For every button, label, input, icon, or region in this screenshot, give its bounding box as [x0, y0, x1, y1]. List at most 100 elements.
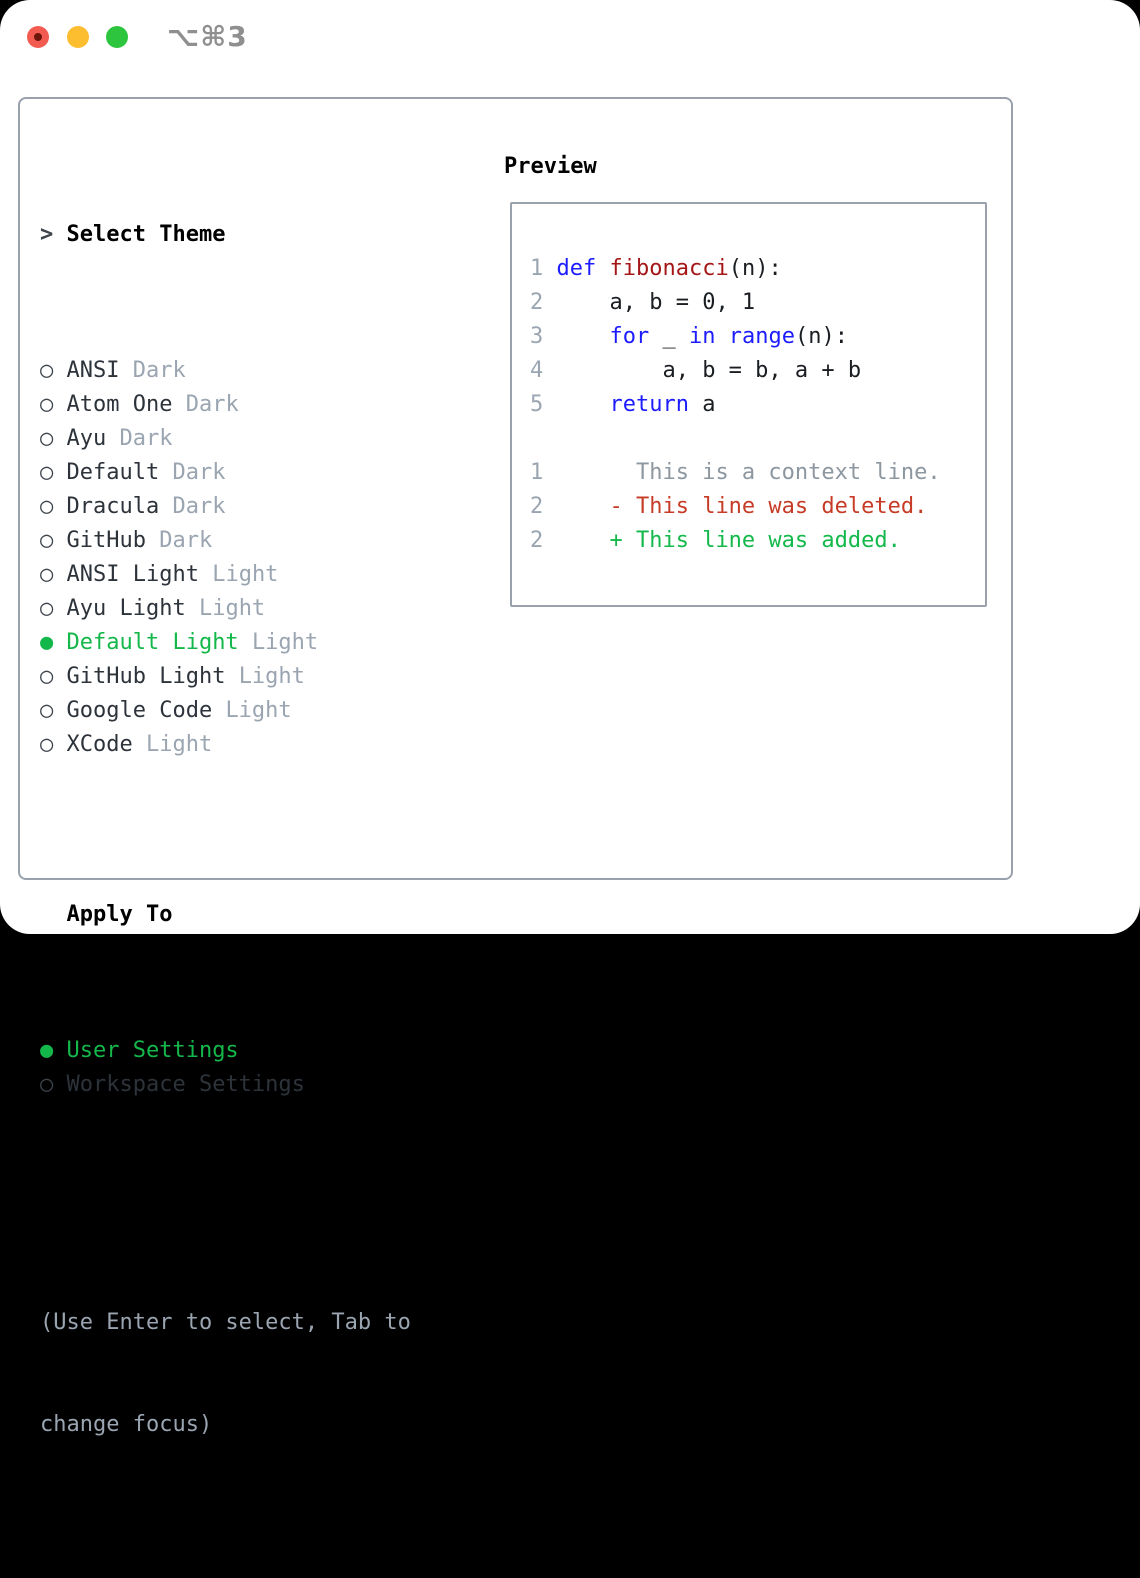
code-segment: _	[649, 324, 689, 349]
zoom-button[interactable]	[106, 26, 128, 48]
code-segment	[557, 324, 610, 349]
theme-variant: Light	[146, 732, 212, 757]
code-segment: (n):	[795, 324, 848, 349]
keyboard-shortcut-label: ⌥⌘3	[167, 20, 248, 53]
line-number: 1	[530, 256, 557, 281]
theme-name: GitHub	[53, 528, 159, 553]
line-number	[530, 426, 557, 451]
line-number: 1	[530, 460, 557, 485]
heading-indent	[40, 902, 53, 927]
apply-to-heading-label: Apply To	[67, 902, 173, 927]
code-segment	[596, 256, 609, 281]
code-segment: in	[689, 324, 716, 349]
theme-list: ○ ANSI Dark○ Atom One Dark○ Ayu Dark○ De…	[40, 354, 411, 762]
theme-name: GitHub Light	[53, 664, 238, 689]
apply-to-option[interactable]: ○ Workspace Settings	[40, 1068, 411, 1102]
apply-to-heading: Apply To	[40, 898, 411, 932]
theme-option[interactable]: ○ ANSI Light Light	[40, 558, 411, 592]
theme-option[interactable]: ○ Ayu Light Light	[40, 592, 411, 626]
radio-unselected-icon: ○	[40, 494, 53, 519]
minimize-button[interactable]	[67, 26, 89, 48]
theme-name: Atom One	[53, 392, 185, 417]
apply-to-list: ● User Settings○ Workspace Settings	[40, 1034, 411, 1102]
theme-option[interactable]: ○ Default Dark	[40, 456, 411, 490]
radio-unselected-icon: ○	[40, 596, 53, 621]
code-segment: for	[609, 324, 649, 349]
theme-option[interactable]: ○ XCode Light	[40, 728, 411, 762]
theme-option[interactable]: ○ Ayu Dark	[40, 422, 411, 456]
theme-option[interactable]: ○ Google Code Light	[40, 694, 411, 728]
code-segment: return	[609, 392, 688, 417]
theme-option[interactable]: ○ GitHub Light Light	[40, 660, 411, 694]
preview-line	[530, 422, 941, 456]
apply-to-option[interactable]: ● User Settings	[40, 1034, 411, 1068]
code-segment: range	[729, 324, 795, 349]
unsaved-indicator-icon	[34, 33, 42, 41]
help-text-line: change focus)	[40, 1408, 411, 1442]
code-segment: + This line was added.	[557, 528, 901, 553]
line-number: 2	[530, 290, 557, 315]
theme-variant: Dark	[172, 494, 225, 519]
theme-variant: Light	[199, 596, 265, 621]
preview-line: 5 return a	[530, 388, 941, 422]
select-theme-heading: > Select Theme	[40, 218, 411, 252]
preview-line: 4 a, b = b, a + b	[530, 354, 941, 388]
radio-unselected-icon: ○	[40, 460, 53, 485]
theme-variant: Dark	[159, 528, 212, 553]
left-column: > Select Theme ○ ANSI Dark○ Atom One Dar…	[40, 150, 411, 1578]
code-segment: a, b = b, a + b	[557, 358, 862, 383]
theme-option[interactable]: ○ Atom One Dark	[40, 388, 411, 422]
titlebar: ⌥⌘3	[0, 0, 1140, 74]
preview-line: 2 a, b = 0, 1	[530, 286, 941, 320]
radio-unselected-icon: ○	[40, 392, 53, 417]
theme-name: Default	[53, 460, 172, 485]
radio-unselected-icon: ○	[40, 528, 53, 553]
theme-picker-panel: > Select Theme ○ ANSI Dark○ Atom One Dar…	[18, 97, 1013, 880]
radio-unselected-icon: ○	[40, 562, 53, 587]
close-button[interactable]	[27, 26, 49, 48]
code-segment: a	[689, 392, 716, 417]
code-segment: def	[557, 256, 597, 281]
radio-selected-icon: ●	[40, 630, 53, 655]
preview-line: 1 This is a context line.	[530, 456, 941, 490]
theme-name: Google Code	[53, 698, 225, 723]
radio-unselected-icon: ○	[40, 358, 53, 383]
theme-variant: Dark	[186, 392, 239, 417]
help-text-line: (Use Enter to select, Tab to	[40, 1306, 411, 1340]
help-text: (Use Enter to select, Tab to change focu…	[40, 1238, 411, 1510]
theme-option[interactable]: ○ Dracula Dark	[40, 490, 411, 524]
select-theme-heading-label: Select Theme	[67, 222, 226, 247]
theme-option[interactable]: ○ ANSI Dark	[40, 354, 411, 388]
radio-selected-icon: ●	[40, 1038, 53, 1063]
code-segment	[715, 324, 728, 349]
theme-variant: Light	[212, 562, 278, 587]
radio-unselected-icon: ○	[40, 1072, 53, 1097]
radio-unselected-icon: ○	[40, 426, 53, 451]
theme-name: ANSI	[53, 358, 132, 383]
line-number: 5	[530, 392, 557, 417]
code-segment: a, b = 0, 1	[557, 290, 756, 315]
theme-option[interactable]: ● Default Light Light	[40, 626, 411, 660]
theme-name: XCode	[53, 732, 146, 757]
theme-variant: Light	[252, 630, 318, 655]
preview-line: 1 def fibonacci(n):	[530, 252, 941, 286]
preview-line: 2 - This line was deleted.	[530, 490, 941, 524]
code-segment	[557, 392, 610, 417]
theme-variant: Light	[239, 664, 305, 689]
code-segment: - This line was deleted.	[557, 494, 928, 519]
radio-unselected-icon: ○	[40, 664, 53, 689]
app-window: ⌥⌘3 > Select Theme ○ ANSI Dark○ Atom One…	[0, 0, 1140, 934]
cursor-prefix-icon: >	[40, 222, 53, 247]
preview-line: 3 for _ in range(n):	[530, 320, 941, 354]
line-number: 4	[530, 358, 557, 383]
theme-option[interactable]: ○ GitHub Dark	[40, 524, 411, 558]
apply-to-label: User Settings	[53, 1038, 238, 1063]
theme-variant: Light	[225, 698, 291, 723]
code-segment: (n):	[729, 256, 782, 281]
line-number: 3	[530, 324, 557, 349]
apply-to-label: Workspace Settings	[53, 1072, 305, 1097]
radio-unselected-icon: ○	[40, 732, 53, 757]
theme-variant: Dark	[119, 426, 172, 451]
